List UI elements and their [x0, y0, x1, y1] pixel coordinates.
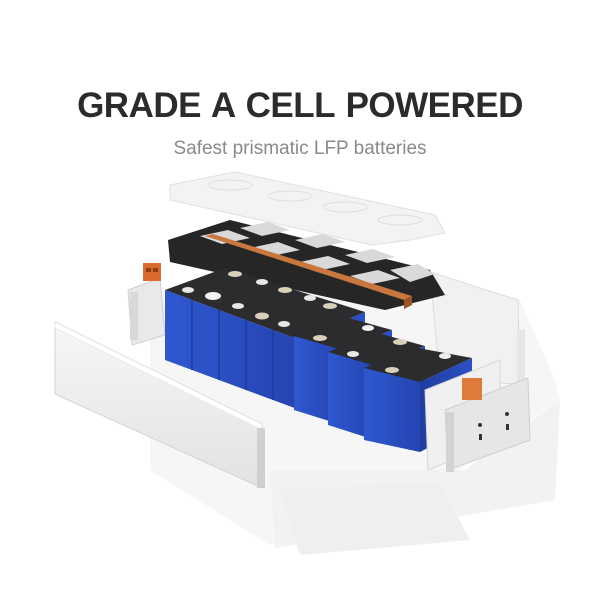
front-side-panel — [54, 321, 265, 489]
subheadline: Safest prismatic LFP batteries — [173, 138, 427, 159]
headline: GRADE A CELL POWERED — [77, 86, 523, 125]
busbar-tray — [168, 220, 445, 310]
top-cover-plate — [169, 171, 446, 246]
left-end-plate — [127, 263, 166, 346]
right-end-plate — [424, 359, 531, 472]
terminal-orange-icon — [462, 378, 482, 400]
